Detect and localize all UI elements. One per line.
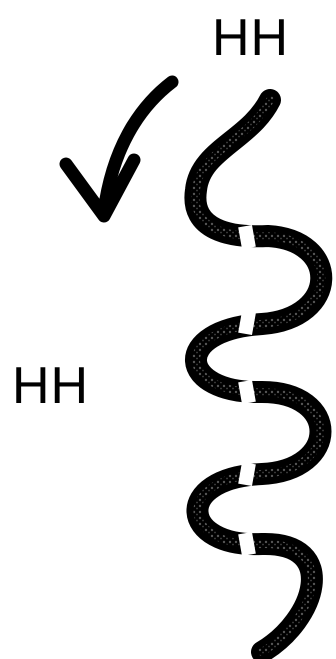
label-hh-left: HH (12, 360, 89, 412)
wavy-chain-strand (195, 100, 321, 652)
label-hh-top: HH (212, 12, 289, 64)
curved-arrow-down-left-icon (66, 82, 172, 216)
